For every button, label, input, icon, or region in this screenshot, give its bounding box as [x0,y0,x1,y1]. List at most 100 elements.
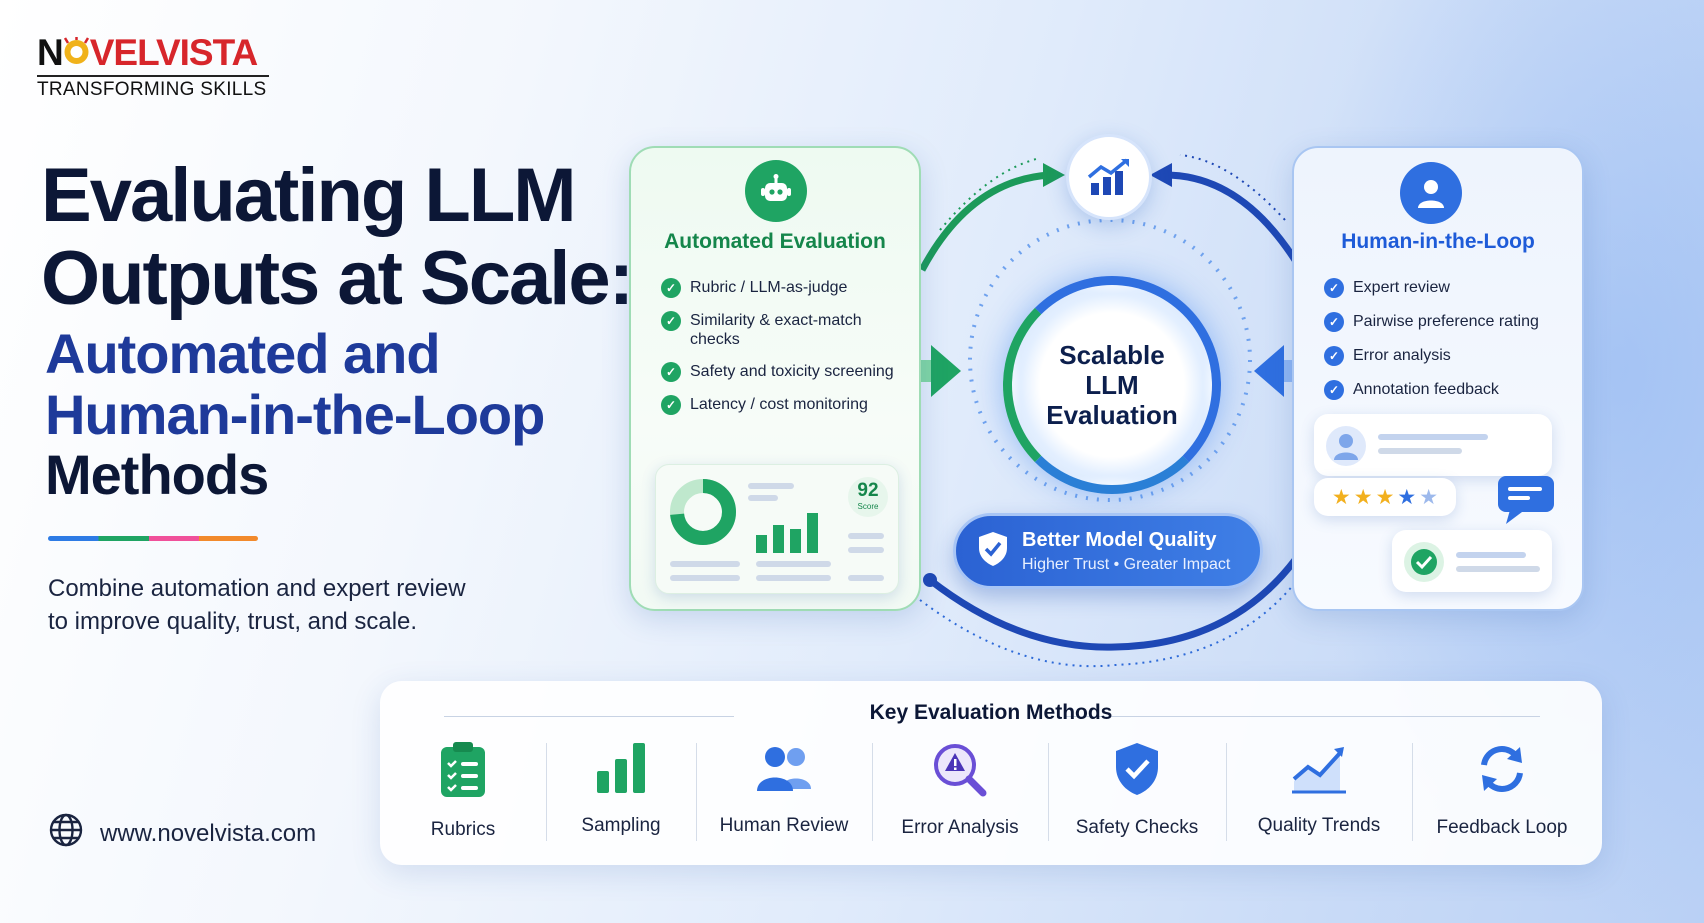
page-title: Evaluating LLM Outputs at Scale: [41,154,634,320]
method-rubrics[interactable]: Rubrics [380,741,546,851]
trend-up-icon [1066,134,1152,220]
magnifier-warning-icon [931,741,989,803]
star-filled-icon: ★ [1397,485,1417,509]
method-label: Rubrics [430,819,496,840]
title-line-5: Methods [45,443,269,506]
human-checklist: ✓Expert review ✓ Pairwise preference rati… [1324,278,1574,400]
method-error-analysis[interactable]: Error Analysis [872,741,1048,851]
skeleton-line [756,575,831,581]
donut-chart-icon [670,479,736,545]
check-icon: ✓ [661,395,681,415]
separator [546,743,547,841]
automated-item-label: Latency / cost monitoring [690,396,868,413]
human-item: ✓ Pairwise preference rating [1324,312,1574,332]
separator [696,743,697,841]
user-icon [1400,162,1462,224]
check-icon: ✓ [661,311,681,331]
cycle-arrows [918,154,1306,668]
method-safety-checks[interactable]: Safety Checks [1048,741,1226,851]
logo-tagline: TRANSFORMING SKILLS [37,79,267,100]
divider-line [444,716,734,717]
subtitle-line-1: Combine automation and expert review [48,575,466,602]
title-line-4: Human-in-the-Loop [45,383,545,446]
logo-o-bulb-icon [63,35,90,64]
separator [1226,743,1227,841]
separator [1412,743,1413,841]
center-line-3: Evaluation [1046,400,1178,430]
color-divider [48,536,258,541]
score-value: 92 [857,480,879,501]
skeleton-line [848,547,884,553]
check-icon: ✓ [1324,346,1344,366]
check-icon: ✓ [1324,380,1344,400]
avatar-icon [1326,426,1366,466]
check-icon: ✓ [1324,312,1344,332]
skeleton-line [670,575,740,581]
method-sampling[interactable]: Sampling [546,741,696,851]
human-title: Human-in-the-Loop [1341,230,1535,253]
logo-divider [37,75,269,77]
skeleton-line [1456,552,1526,558]
subtitle: Combine automation and expert review to … [48,572,508,638]
star-filled-icon: ★ [1353,485,1373,509]
automated-title: Automated Evaluation [664,230,886,253]
skeleton-line [748,495,778,501]
logo-letter-n: N [37,32,64,73]
human-item: ✓Expert review [1324,278,1574,298]
skeleton-line [1378,434,1488,440]
score-label: Score [857,502,879,511]
reviewer-card [1314,414,1552,476]
automated-checklist: ✓Rubric / LLM-as-judge ✓Similarity & exa… [661,278,901,415]
method-label: Feedback Loop [1436,817,1568,838]
quality-banner: Better Model Quality Higher Trust • Grea… [953,513,1263,589]
automated-item-label: Safety and toxicity screening [690,363,894,380]
skeleton-line [748,483,794,489]
clipboard-icon [439,741,487,805]
method-label: Safety Checks [1075,817,1199,838]
approved-check-icon [1404,542,1444,582]
method-quality-trends[interactable]: Quality Trends [1226,741,1412,851]
divider-line [1066,716,1540,717]
logo-letters-velvista: VELVISTA [89,32,258,73]
banner-title: Better Model Quality [1022,528,1217,551]
title-line-3: Automated and [45,322,441,385]
score-badge: 92 Score [848,477,888,517]
website-url[interactable]: www.novelvista.com [100,819,317,847]
automated-item: ✓ Rubric / LLM-as-judge [661,278,901,298]
globe-icon [48,812,84,855]
logo-wordmark: N VELVISTA [37,34,277,72]
people-icon [753,741,815,801]
check-icon: ✓ [1324,278,1344,298]
shield-check-icon [976,530,1010,573]
check-icon: ✓ [661,278,681,298]
chat-bubble-icon [1496,474,1556,526]
method-label: Quality Trends [1257,815,1381,836]
website-link[interactable]: www.novelvista.com [48,812,316,855]
skeleton-line [756,561,831,567]
human-item-label: Pairwise preference rating [1353,313,1539,330]
methods-title: Key Evaluation Methods [869,701,1113,724]
method-feedback-loop[interactable]: Feedback Loop [1412,741,1592,851]
shield-check-icon [1112,741,1162,803]
title-highlight: Automated and Human-in-the-Loop [45,322,545,446]
automated-evaluation-card: Automated Evaluation ✓ Rubric / LLM-as-ju… [629,146,921,611]
star-filled-icon: ★ [1375,485,1395,509]
skeleton-line [670,561,740,567]
key-methods-panel: Key Evaluation Methods Rubrics Sampling … [380,681,1602,865]
center-line-1: Scalable [1059,340,1165,370]
star-filled-icon: ★ [1331,485,1351,509]
robot-icon [745,160,807,222]
method-human-review[interactable]: Human Review [696,741,872,851]
dashboard-preview: 92 Score [655,464,899,594]
check-icon: ✓ [661,362,681,382]
automated-item-label: Rubric / LLM-as-judge [690,279,848,296]
skeleton-line [1378,448,1462,454]
method-label: Sampling [581,815,661,836]
automated-item: ✓ Safety and toxicity screening [661,362,901,382]
star-empty-icon: ★ [1419,485,1439,509]
subtitle-line-2: to improve quality, trust, and scale. [48,608,418,635]
human-item-label: Annotation feedback [1353,381,1499,398]
method-label: Error Analysis [901,817,1019,838]
skeleton-line [1456,566,1540,572]
human-item: ✓Error analysis [1324,346,1574,366]
